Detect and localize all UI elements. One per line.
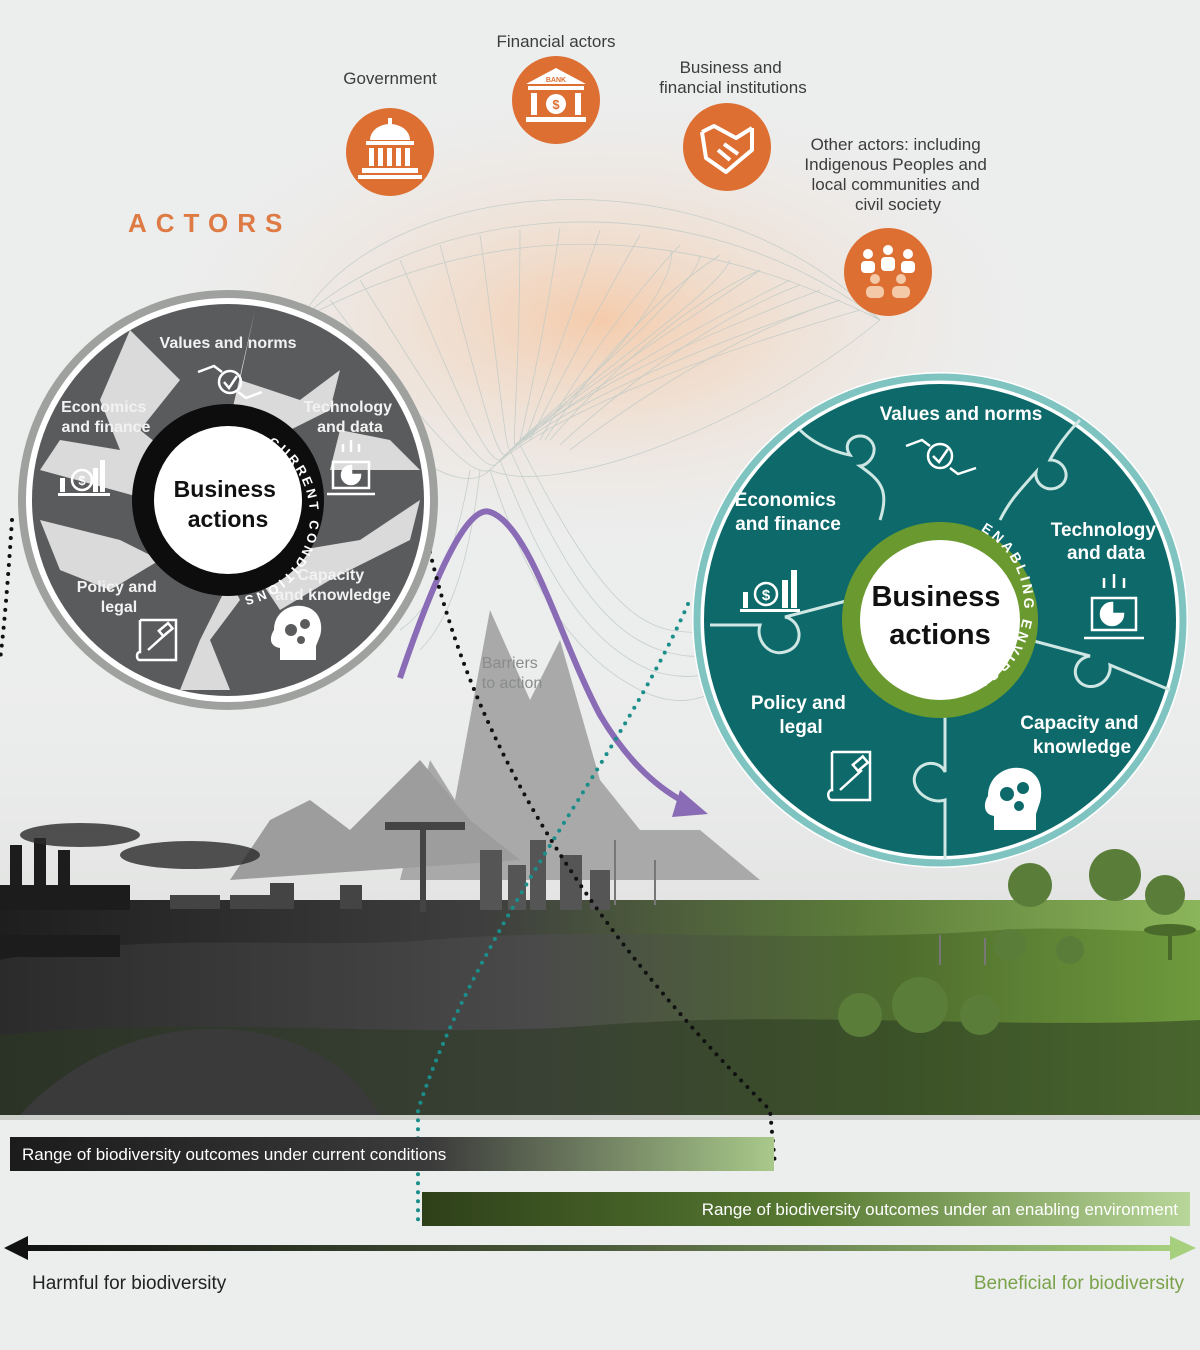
- current-conditions-wheel: CURRENT CONDITIONS Business actions Valu…: [18, 290, 438, 710]
- svg-text:Technology and data: Technology and data: [303, 399, 396, 436]
- axis-beneficial-label: Beneficial for biodiversity: [974, 1273, 1185, 1294]
- actor-government-label: Government: [343, 69, 437, 88]
- bank-icon: BANK $: [526, 68, 586, 122]
- svg-text:Economics and finance: Economics and finance: [61, 399, 151, 436]
- head-gears-icon: [270, 605, 322, 660]
- landscape: [0, 610, 1200, 1120]
- government-building-icon: [358, 118, 422, 179]
- svg-text:Policy and legal: Policy and legal: [77, 579, 161, 616]
- actor-financial-label: Financial actors: [496, 32, 615, 51]
- actor-government: Government: [343, 69, 437, 196]
- svg-text:Values and norms: Values and norms: [160, 335, 297, 352]
- svg-text:Technology and data: Technology and data: [1051, 520, 1162, 564]
- enabling-center-label: Business actions: [871, 581, 1008, 651]
- actor-other-label: Other actors: including Indigenous Peopl…: [804, 135, 991, 214]
- barriers-label: Barriers to action: [482, 655, 542, 692]
- head-gears-icon: [984, 767, 1042, 830]
- enabling-segment-economics: Economics and finance $: [735, 490, 842, 612]
- current-segment-values: Values and norms: [160, 335, 297, 400]
- actor-business: Business and financial institutions: [659, 58, 807, 191]
- current-center-label: Business actions: [174, 476, 283, 532]
- svg-text:Policy and legal: Policy and legal: [751, 693, 851, 738]
- gavel-scroll-icon: [827, 750, 872, 802]
- dollar-chart-icon: $: [58, 460, 110, 496]
- enabling-segment-values: Values and norms: [880, 404, 1043, 476]
- svg-text:Values and norms: Values and norms: [880, 404, 1043, 425]
- current-segment-capacity: Capacity and knowledge: [270, 567, 391, 660]
- svg-text:$: $: [552, 97, 560, 112]
- actor-other: Other actors: including Indigenous Peopl…: [804, 135, 991, 316]
- laptop-icon: [327, 440, 375, 496]
- svg-text:$: $: [78, 473, 86, 488]
- people-group-icon: [861, 245, 915, 298]
- range-enabling: Range of biodiversity outcomes under an …: [422, 1192, 1190, 1226]
- svg-text:$: $: [762, 587, 771, 604]
- svg-text:BANK: BANK: [546, 77, 566, 84]
- hands-check-icon: [197, 364, 263, 400]
- transition-arrow: [397, 508, 708, 817]
- svg-text:Capacity and knowledge: Capacity and knowledge: [1020, 713, 1144, 758]
- connector-lines: [0, 518, 777, 1222]
- svg-text:Capacity and knowledge: Capacity and knowledge: [275, 567, 391, 604]
- gavel-scroll-icon: [135, 618, 178, 662]
- axis-harmful-label: Harmful for biodiversity: [32, 1273, 227, 1294]
- current-segment-policy: Policy and legal: [77, 579, 178, 662]
- svg-text:Range of biodiversity outcomes: Range of biodiversity outcomes under an …: [702, 1200, 1179, 1219]
- biodiversity-axis: [4, 1236, 1196, 1260]
- range-current: Range of biodiversity outcomes under cur…: [10, 1137, 774, 1171]
- enabling-segment-technology: Technology and data: [1051, 520, 1162, 640]
- actor-financial: Financial actors BANK $: [496, 32, 616, 144]
- actors-heading: ACTORS: [128, 208, 291, 238]
- current-segment-technology: Technology and data: [303, 399, 396, 496]
- current-segment-economics: Economics and finance $: [58, 399, 151, 496]
- hands-check-icon: [905, 438, 977, 476]
- laptop-icon: [1084, 574, 1144, 640]
- enabling-segment-capacity: Capacity and knowledge: [984, 713, 1144, 830]
- svg-text:Economics and finance: Economics and finance: [735, 490, 842, 535]
- actor-business-label: Business and financial institutions: [659, 58, 806, 97]
- handshake-icon: [700, 124, 754, 174]
- enabling-segment-policy: Policy and legal: [751, 693, 872, 802]
- dollar-chart-icon: $: [740, 570, 800, 612]
- svg-text:Range of biodiversity outcomes: Range of biodiversity outcomes under cur…: [22, 1145, 446, 1164]
